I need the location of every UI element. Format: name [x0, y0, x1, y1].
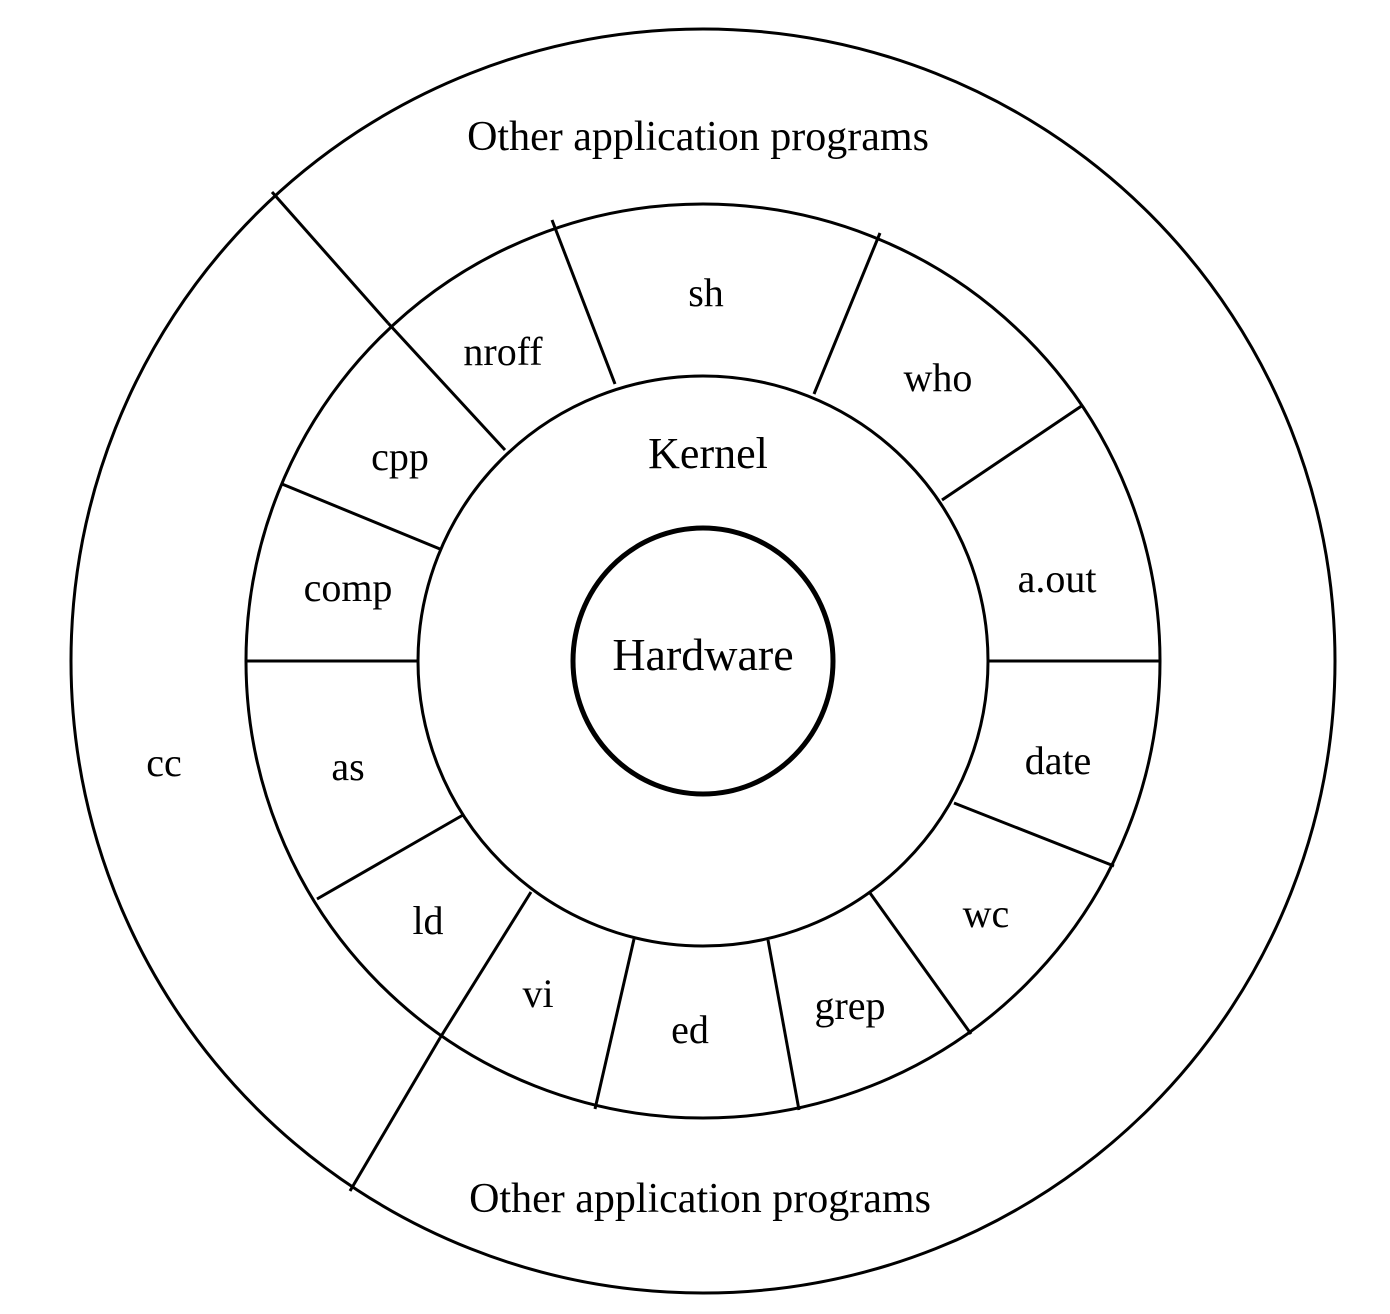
program-as: as — [331, 744, 364, 789]
program-a-out: a.out — [1018, 556, 1097, 601]
program-nroff: nroff — [463, 329, 543, 374]
divider-vi-ld — [438, 891, 533, 1039]
program-ed: ed — [671, 1007, 709, 1052]
divider-ld-as — [316, 813, 464, 901]
outer-ring — [69, 27, 1337, 1295]
program-sh: sh — [688, 270, 724, 315]
outer-top-label: Other application programs — [467, 114, 929, 160]
program-who: who — [904, 355, 973, 400]
divider-cpp-nroff — [386, 321, 507, 452]
program-cpp: cpp — [371, 434, 429, 479]
program-date: date — [1025, 738, 1092, 783]
divider-date-wc — [953, 801, 1115, 868]
divider-sh-who — [812, 232, 882, 395]
divider-outer-bottom-cc — [348, 1037, 442, 1192]
divider-ed-vi — [593, 938, 636, 1110]
program-wc: wc — [963, 891, 1010, 936]
program-comp: comp — [304, 565, 393, 610]
program-vi: vi — [522, 971, 553, 1016]
divider-wc-grep — [868, 892, 973, 1035]
program-grep: grep — [814, 983, 885, 1028]
divider-who-aout — [941, 403, 1084, 502]
divider-nroff-sh — [550, 219, 617, 385]
program-ld: ld — [412, 898, 443, 943]
divider-grep-ed — [766, 939, 801, 1111]
outer-bottom-label: Other application programs — [469, 1176, 931, 1222]
kernel-label: Kernel — [648, 429, 768, 478]
cc-label: cc — [146, 740, 182, 785]
divider-outer-top-cc — [270, 191, 390, 324]
hardware-core — [570, 525, 836, 797]
divider-comp-cpp — [281, 482, 441, 551]
hardware-label: Hardware — [612, 629, 793, 680]
